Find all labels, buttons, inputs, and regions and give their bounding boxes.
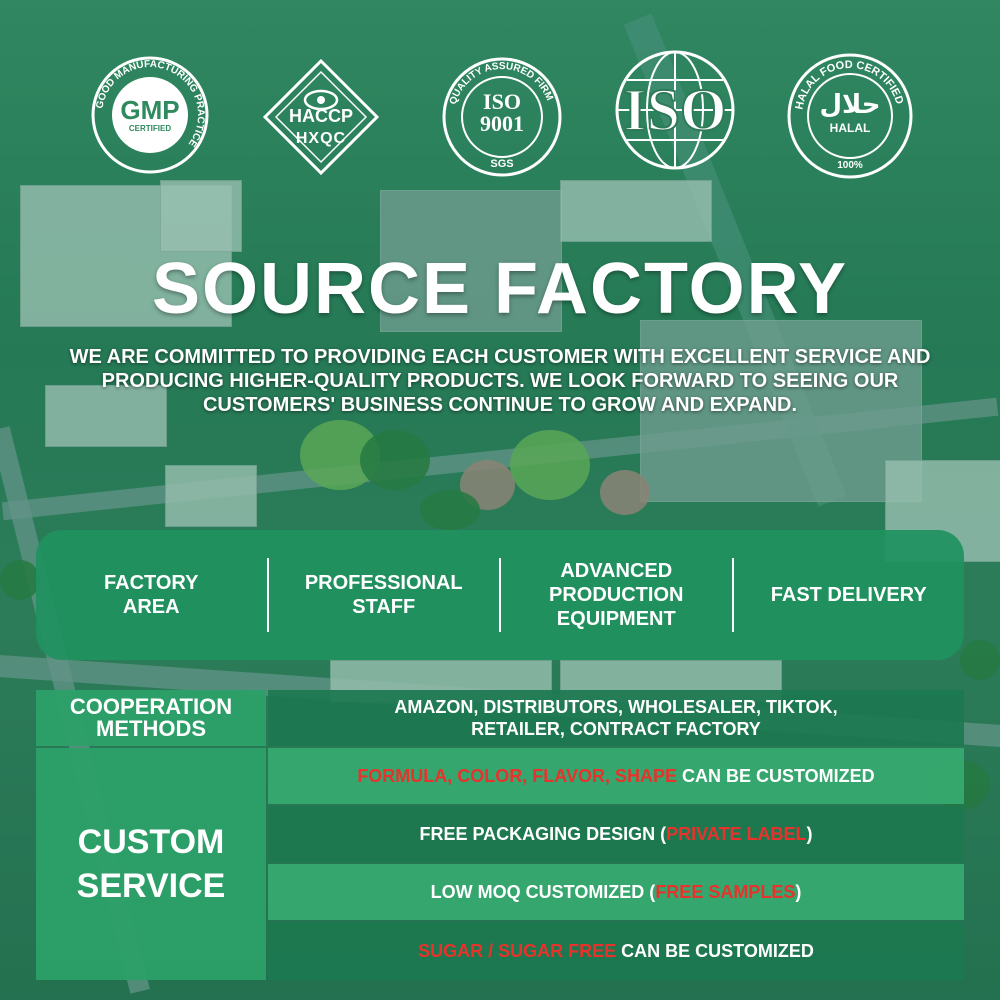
iso-9001-badge: QUALITY ASSURED FIRM SGS ISO 9001: [440, 55, 564, 179]
svg-text:100%: 100%: [837, 160, 863, 171]
cooperation-methods-value: AMAZON, DISTRIBUTORS, WHOLESALER, TIKTOK…: [268, 690, 964, 746]
halal-badge: HALAL FOOD CERTIFIED 100% حلال HALAL: [786, 52, 914, 180]
feature-factory-area: FACTORY AREA: [104, 572, 199, 618]
page-title: SOURCE FACTORY: [151, 249, 849, 329]
iso-globe-badge: ISO: [600, 45, 750, 175]
haccp-badge-label: HACCP: [288, 106, 353, 126]
custom-service-row: SUGAR / SUGAR FREE CAN BE CUSTOMIZED: [268, 922, 964, 980]
halal-arabic-label: حلال: [819, 90, 881, 120]
svg-text:SGS: SGS: [490, 158, 513, 170]
gmp-badge-sub: CERTIFIED: [128, 124, 172, 133]
gmp-certified-badge: GOOD MANUFACTURING PRACTICE GMP CERTIFIE…: [90, 55, 210, 175]
custom-service-row: FREE PACKAGING DESIGN (PRIVATE LABEL): [268, 806, 964, 862]
gmp-badge-label: GMP: [120, 95, 180, 125]
cooperation-methods-label: COOPERATION METHODS: [36, 690, 266, 746]
page-subtitle: WE ARE COMMITTED TO PROVIDING EACH CUSTO…: [69, 346, 931, 416]
feature-advanced-production-equipment: ADVANCED PRODUCTION EQUIPMENT: [549, 560, 684, 630]
feature-divider: [499, 558, 501, 632]
feature-divider: [731, 558, 734, 632]
iso-9001-main: ISO: [483, 89, 521, 114]
feature-bar: FACTORY AREA PROFESSIONAL STAFF ADVANCED…: [36, 530, 964, 660]
haccp-badge: HACCP HXQC: [262, 58, 380, 176]
feature-divider: [266, 558, 269, 632]
custom-service-row: LOW MOQ CUSTOMIZED (FREE SAMPLES): [268, 864, 964, 920]
feature-fast-delivery: FAST DELIVERY: [770, 584, 927, 606]
iso-badge-label: ISO: [622, 77, 727, 143]
feature-professional-staff: PROFESSIONAL STAFF: [304, 572, 463, 618]
haccp-badge-sub: HXQC: [295, 130, 347, 147]
iso-9001-sub: 9001: [480, 111, 524, 136]
halal-badge-sub: HALAL: [829, 121, 871, 135]
custom-service-row: FORMULA, COLOR, FLAVOR, SHAPE CAN BE CUS…: [268, 748, 964, 804]
custom-service-label: CUSTOM SERVICE: [36, 748, 266, 980]
service-table: COOPERATION METHODS AMAZON, DISTRIBUTORS…: [36, 690, 964, 980]
